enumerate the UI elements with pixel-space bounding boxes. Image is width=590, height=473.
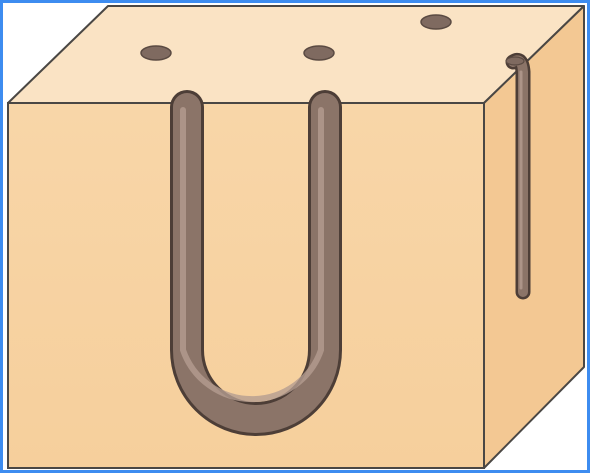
side-burrow-opening: [506, 57, 524, 65]
top-hole-center: [304, 46, 334, 60]
top-hole-right: [421, 15, 451, 29]
top-hole-left: [141, 46, 171, 60]
